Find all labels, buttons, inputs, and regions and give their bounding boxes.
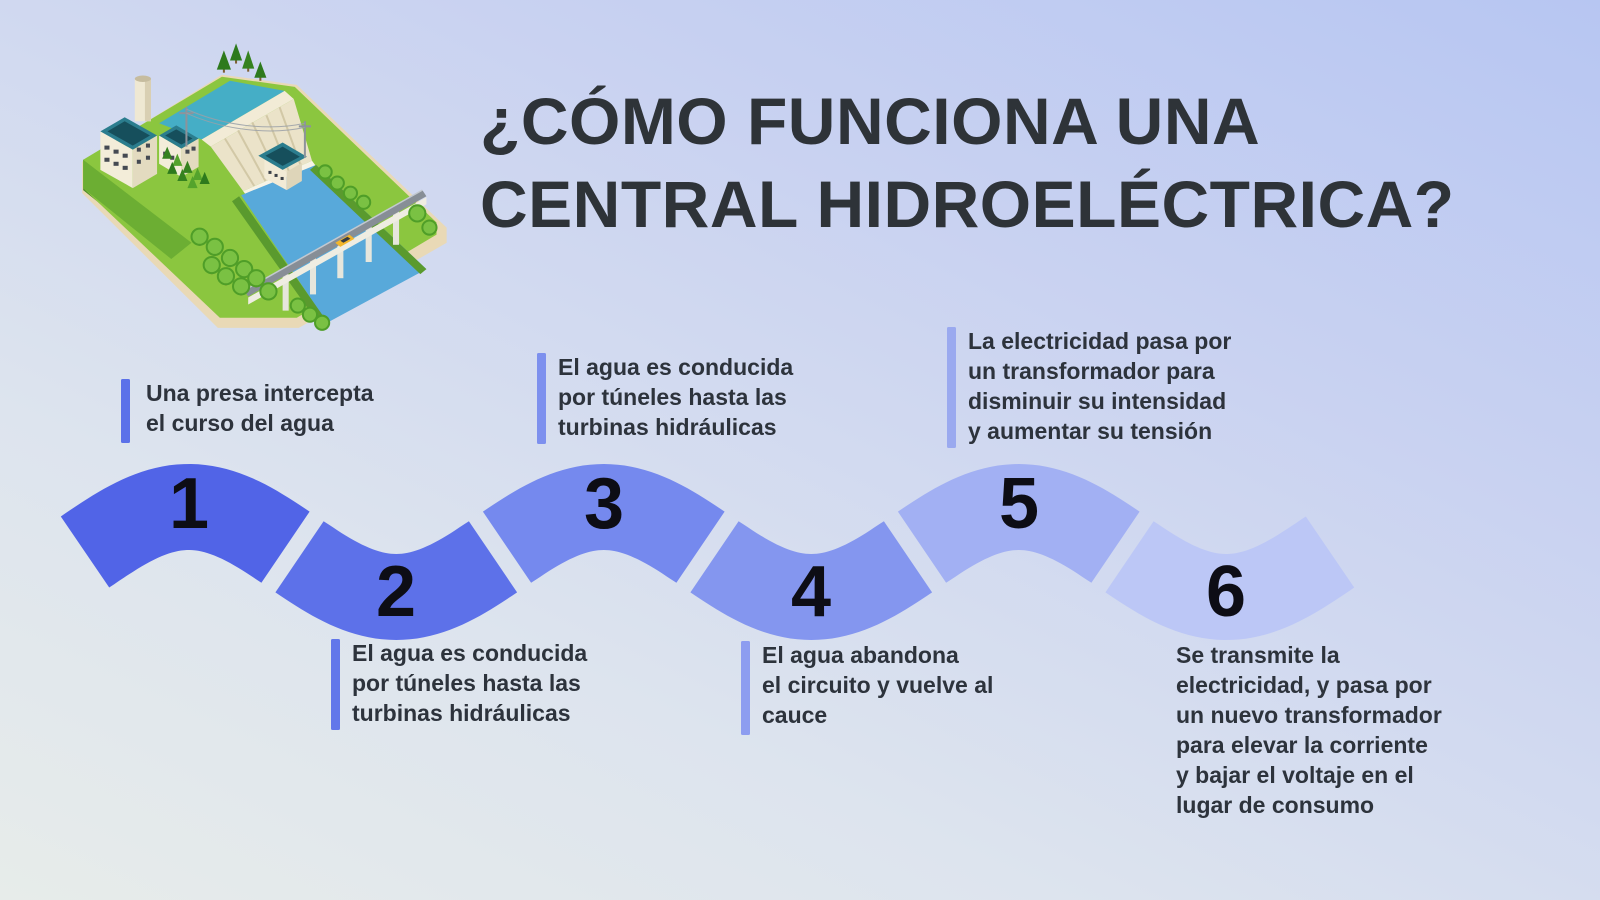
step-4-wave-segment [690,521,933,640]
step-2-number: 2 [375,552,417,632]
step-2-accent-bar [331,639,340,730]
step-1-description: Una presa intercepta el curso del agua [146,380,374,436]
step-5-wave-segment [897,464,1140,583]
step-3-description: El agua es conducida por túneles hasta l… [558,354,794,440]
hydroelectric-dam-illustration [82,43,447,331]
step-1-number: 1 [168,464,210,544]
step-4-number: 4 [790,552,832,632]
step-2-description: El agua es conducida por túneles hasta l… [352,640,588,726]
step-6-wave-segment [1105,516,1355,640]
step-3-accent-bar [537,353,546,444]
step-5-description: La electricidad pasa por un transformado… [968,328,1232,444]
page-title-line-1: ¿CÓMO FUNCIONA UNA [480,84,1261,158]
page-title-line-2: CENTRAL HIDROELÉCTRICA? [480,167,1455,241]
step-5-number: 5 [998,464,1040,544]
step-2-wave-segment [275,521,518,640]
step-1-accent-bar [121,379,130,443]
step-6-description: Se transmite la electricidad, y pasa por… [1176,642,1442,818]
step-6-number: 6 [1205,552,1247,632]
step-3-number: 3 [583,464,625,544]
step-4-accent-bar [741,641,750,735]
step-4-description: El agua abandona el circuito y vuelve al… [762,642,994,728]
step-5-accent-bar [947,327,956,448]
page-title: ¿CÓMO FUNCIONA UNA CENTRAL HIDROELÉCTRIC… [480,80,1570,246]
step-1-wave-segment [60,464,310,588]
step-3-wave-segment [482,464,725,583]
